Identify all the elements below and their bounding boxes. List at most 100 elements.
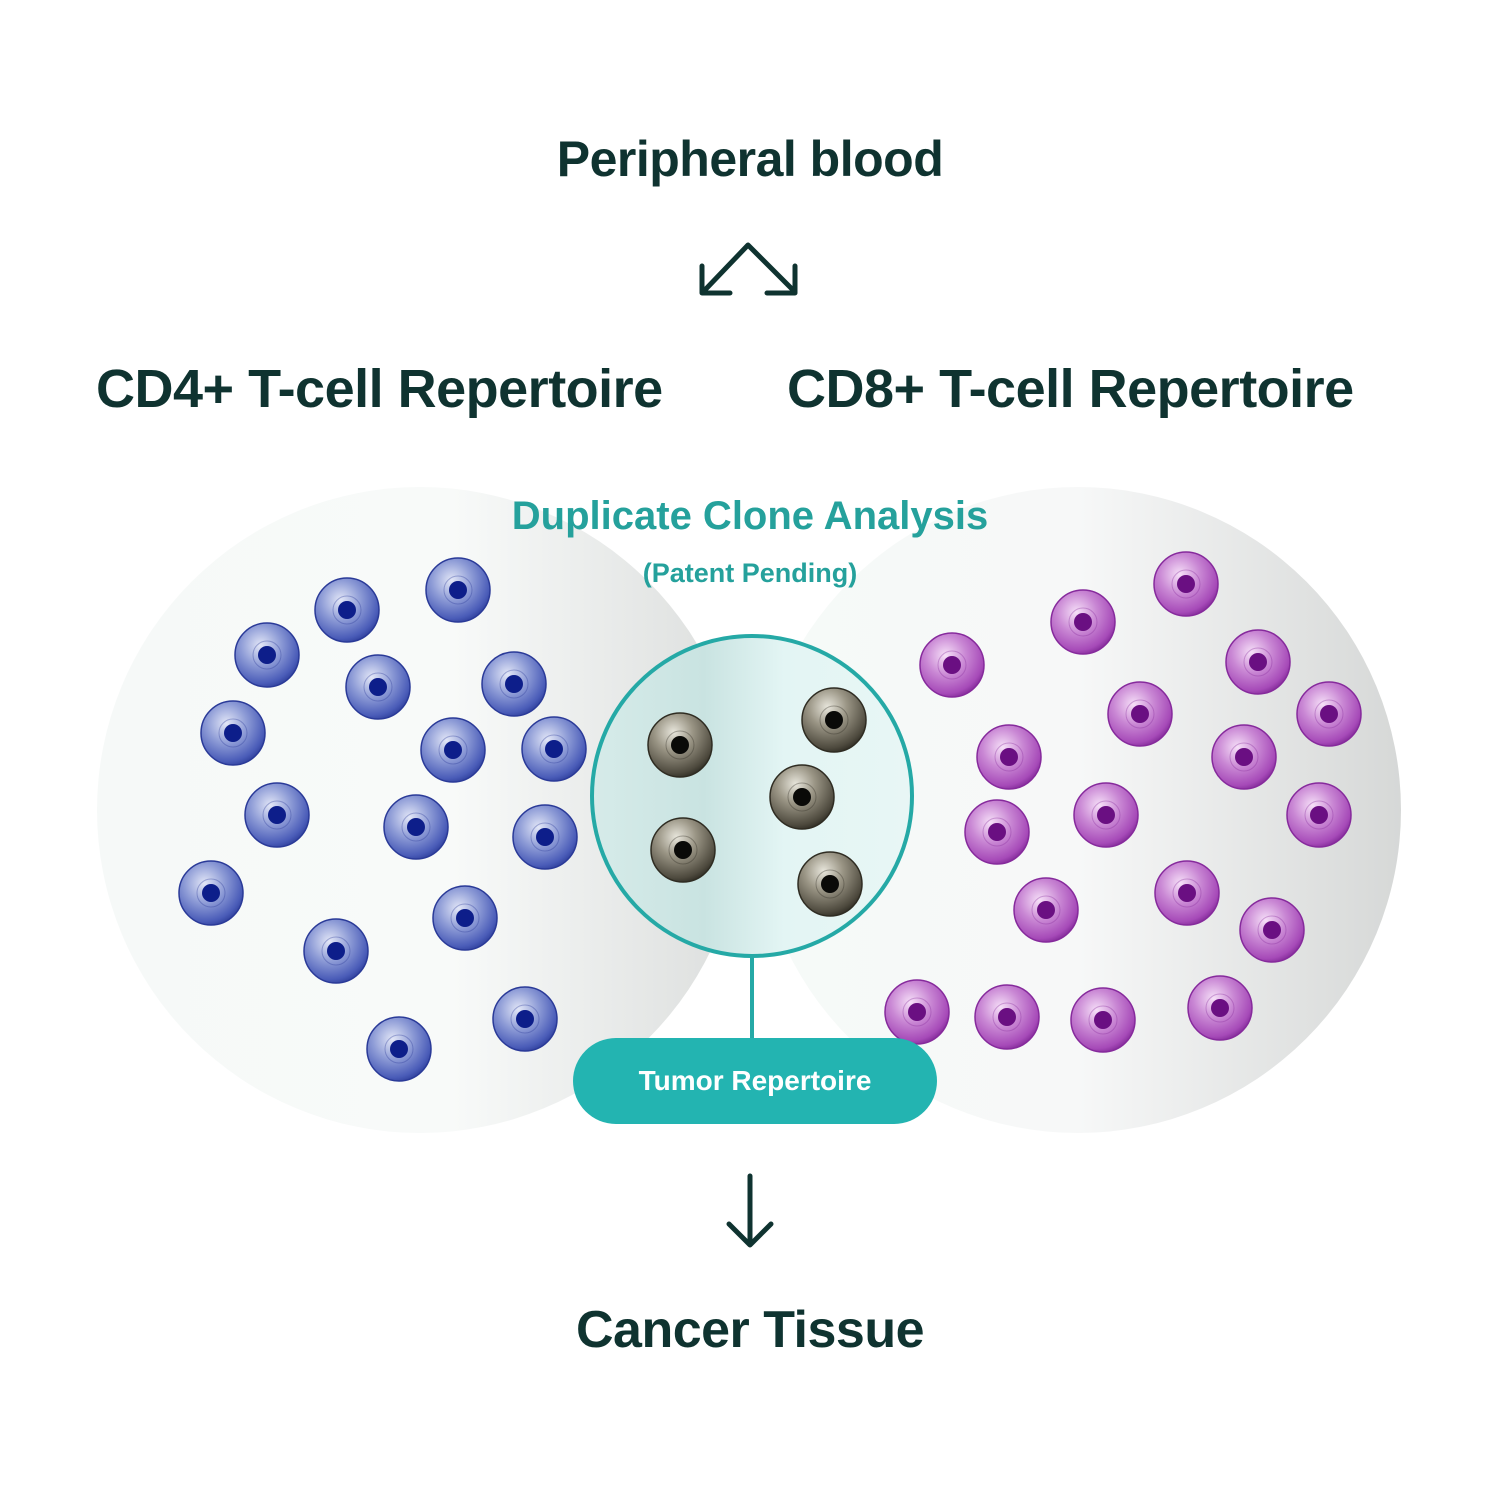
- shared-clone-cell: [769, 764, 835, 830]
- cell-nucleus: [998, 1008, 1016, 1026]
- cell-membrane-ring: [1314, 699, 1344, 729]
- cell-nucleus: [988, 823, 1006, 841]
- cd8-t-cell: [1050, 589, 1116, 655]
- cd4-t-cell: [432, 885, 498, 951]
- cell-nucleus: [545, 740, 563, 758]
- split-arrows-icon: [699, 242, 798, 296]
- cell-nucleus: [1178, 884, 1196, 902]
- shared-clone-cell: [650, 817, 716, 883]
- cd4-t-cell: [425, 557, 491, 623]
- cell-membrane-ring: [1243, 647, 1273, 677]
- shared-clone-cell: [797, 851, 863, 917]
- cd8-t-cell: [1187, 975, 1253, 1041]
- cell-membrane-ring: [499, 669, 529, 699]
- cell-nucleus: [449, 581, 467, 599]
- cell-membrane-ring: [363, 672, 393, 702]
- cell-nucleus: [516, 1010, 534, 1028]
- cd4-t-cell: [314, 577, 380, 643]
- cell-nucleus: [821, 875, 839, 893]
- cd4-t-cell: [521, 716, 587, 782]
- cd8-t-cell: [1154, 860, 1220, 926]
- cell-membrane-ring: [1031, 895, 1061, 925]
- cell-nucleus: [908, 1003, 926, 1021]
- cd8-t-cell: [1107, 681, 1173, 747]
- cd8-cell-group: [884, 551, 1362, 1053]
- cancer-tissue-title: Cancer Tissue: [575, 1301, 925, 1359]
- cell-membrane-ring: [196, 878, 226, 908]
- cd8-repertoire-title: CD8+ T-cell Repertoire: [787, 359, 1354, 419]
- cell-membrane-ring: [1088, 1005, 1118, 1035]
- cd8-t-cell: [1211, 724, 1277, 790]
- cell-membrane-ring: [438, 735, 468, 765]
- cell-nucleus: [327, 942, 345, 960]
- cell-nucleus: [1074, 613, 1092, 631]
- shared-clone-cell: [801, 687, 867, 753]
- cell-membrane-ring: [992, 1002, 1022, 1032]
- cell-membrane-ring: [1229, 742, 1259, 772]
- cell-nucleus: [224, 724, 242, 742]
- cell-membrane-ring: [787, 782, 817, 812]
- peripheral-blood-title: Peripheral blood: [556, 131, 944, 187]
- cd8-t-cell: [1239, 897, 1305, 963]
- cell-nucleus: [1211, 999, 1229, 1017]
- cell-nucleus: [1177, 575, 1195, 593]
- cell-membrane-ring: [401, 812, 431, 842]
- cd4-t-cell: [492, 986, 558, 1052]
- cell-membrane-ring: [1171, 569, 1201, 599]
- tumor-repertoire-label: Tumor Repertoire: [573, 1038, 937, 1124]
- cd4-t-cell: [512, 804, 578, 870]
- cell-nucleus: [671, 736, 689, 754]
- cell-membrane-ring: [1068, 607, 1098, 637]
- cd8-t-cell: [1225, 629, 1291, 695]
- cell-nucleus: [1097, 806, 1115, 824]
- cell-nucleus: [1131, 705, 1149, 723]
- cell-membrane-ring: [262, 800, 292, 830]
- cell-membrane-ring: [1125, 699, 1155, 729]
- cell-membrane-ring: [1205, 993, 1235, 1023]
- cd4-t-cell: [345, 654, 411, 720]
- cell-membrane-ring: [384, 1034, 414, 1064]
- cell-membrane-ring: [530, 822, 560, 852]
- cell-nucleus: [825, 711, 843, 729]
- cell-membrane-ring: [539, 734, 569, 764]
- cd8-t-cell: [1070, 987, 1136, 1053]
- cell-nucleus: [536, 828, 554, 846]
- cd4-t-cell: [244, 782, 310, 848]
- cd8-t-cell: [1296, 681, 1362, 747]
- cd4-repertoire-title: CD4+ T-cell Repertoire: [96, 359, 663, 419]
- cell-membrane-ring: [1304, 800, 1334, 830]
- cd8-t-cell: [1013, 877, 1079, 943]
- cd8-t-cell: [974, 984, 1040, 1050]
- cell-membrane-ring: [252, 640, 282, 670]
- cell-membrane-ring: [510, 1004, 540, 1034]
- cell-membrane-ring: [1091, 800, 1121, 830]
- duplicate-clone-circle: [590, 634, 914, 958]
- cell-nucleus: [1263, 921, 1281, 939]
- cell-membrane-ring: [321, 936, 351, 966]
- cd8-t-cell: [1286, 782, 1352, 848]
- cell-membrane-ring: [937, 650, 967, 680]
- cell-nucleus: [202, 884, 220, 902]
- cd8-t-cell: [884, 979, 950, 1045]
- cell-nucleus: [1235, 748, 1253, 766]
- cd4-t-cell: [481, 651, 547, 717]
- cell-nucleus: [407, 818, 425, 836]
- cd8-t-cell: [964, 799, 1030, 865]
- cell-nucleus: [943, 656, 961, 674]
- cell-nucleus: [369, 678, 387, 696]
- patent-pending-label: (Patent Pending): [642, 558, 858, 588]
- cell-nucleus: [793, 788, 811, 806]
- cell-nucleus: [258, 646, 276, 664]
- cell-membrane-ring: [994, 742, 1024, 772]
- cell-membrane-ring: [902, 997, 932, 1027]
- cell-nucleus: [1000, 748, 1018, 766]
- cd8-t-cell: [919, 632, 985, 698]
- cell-nucleus: [338, 601, 356, 619]
- cell-nucleus: [674, 841, 692, 859]
- cd4-t-cell: [178, 860, 244, 926]
- cd4-cell-group: [178, 557, 587, 1082]
- cell-membrane-ring: [443, 575, 473, 605]
- cell-membrane-ring: [982, 817, 1012, 847]
- cd8-t-cell: [1073, 782, 1139, 848]
